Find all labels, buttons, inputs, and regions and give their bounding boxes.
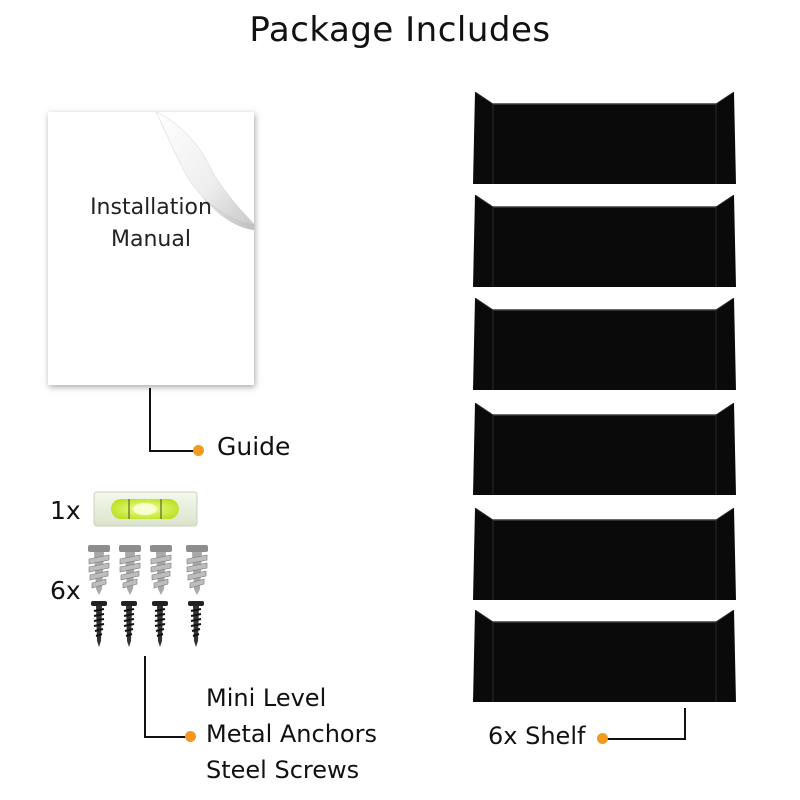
page-title: Package Includes (249, 10, 551, 50)
manual-title-line-1: Installation (90, 195, 212, 220)
metal-anchor-icon (186, 545, 208, 595)
guide-connector-horizontal (149, 450, 196, 452)
metal-anchor-icon (150, 545, 172, 595)
guide-connector-vertical (149, 388, 151, 452)
shelf-bullet-dot (597, 733, 608, 744)
level-quantity: 1x (50, 496, 81, 525)
hardware-bullet-dot (185, 731, 196, 742)
shelf-icon (473, 508, 736, 600)
installation-manual: Installation Manual (48, 112, 254, 385)
shelf-icon (473, 610, 736, 702)
manual-title: Installation Manual (48, 192, 254, 256)
guide-label: Guide (217, 432, 291, 461)
hardware-item-mini-level: Mini Level (206, 684, 327, 712)
steel-screw-icon (152, 601, 168, 647)
hardware-item-steel-screws: Steel Screws (206, 756, 360, 784)
steel-screw-icon (121, 601, 137, 647)
hardware-connector-horizontal (144, 736, 188, 738)
shelf-icon (473, 403, 736, 495)
shelf-icon (473, 195, 736, 287)
manual-title-line-2: Manual (111, 227, 191, 252)
shelf-icon (473, 92, 736, 184)
shelf-label: 6x Shelf (488, 722, 586, 750)
steel-screw-icon (188, 601, 204, 647)
metal-anchor-icon (88, 545, 110, 595)
shelf-icon (473, 298, 736, 390)
hardware-quantity: 6x (50, 576, 81, 605)
metal-anchor-icon (119, 545, 141, 595)
guide-bullet-dot (193, 445, 204, 456)
shelf-connector-vertical (684, 708, 686, 740)
hardware-items-list: Mini Level Metal Anchors Steel Screws (206, 680, 377, 788)
page-curl-icon (155, 112, 254, 230)
steel-screw-icon (91, 601, 107, 647)
shelf-connector-horizontal (606, 738, 686, 740)
hardware-item-metal-anchors: Metal Anchors (206, 720, 377, 748)
hardware-connector-vertical (144, 656, 146, 738)
mini-level-icon (93, 491, 198, 527)
